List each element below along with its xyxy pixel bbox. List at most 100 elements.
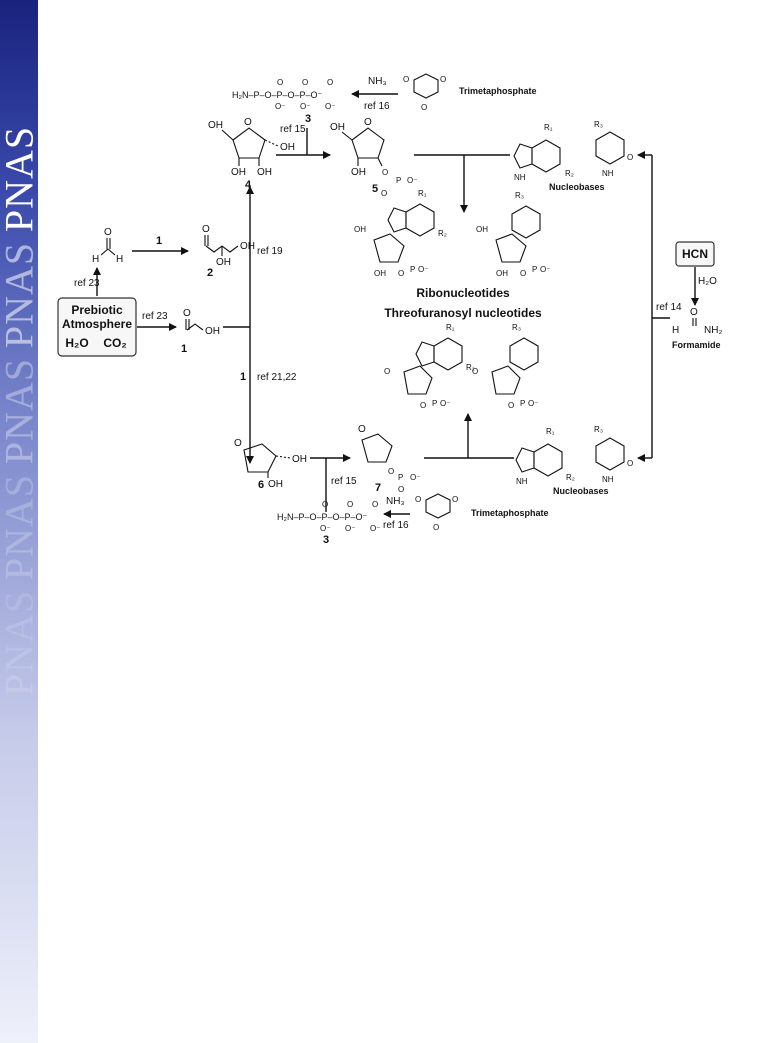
svg-text:OH: OH [216, 257, 231, 268]
compound-number: 3 [305, 113, 311, 125]
threofuranosyl-label: Threofuranosyl nucleotides [384, 306, 542, 320]
svg-text:R₂: R₂ [438, 229, 447, 238]
svg-text:O: O [508, 401, 514, 410]
ref-label: ref 16 [364, 101, 390, 112]
svg-text:O: O [520, 269, 526, 278]
svg-text:O: O [398, 269, 404, 278]
nucleobases-label: Nucleobases [549, 182, 605, 192]
svg-text:1: 1 [240, 371, 246, 383]
svg-text:O⁻: O⁻ [345, 524, 355, 533]
svg-text:O: O [202, 224, 210, 235]
ref-label: ref 14 [656, 302, 682, 313]
prebiotic-atmosphere-box: Prebiotic Atmosphere H₂O CO₂ [57, 297, 137, 357]
svg-text:NH₃: NH₃ [386, 496, 405, 507]
svg-text:O: O [347, 500, 353, 509]
svg-text:O⁻: O⁻ [418, 265, 428, 274]
svg-text:OH: OH [205, 326, 220, 337]
threonucleotide-purine: R₁ R₂ O O P O⁻ [384, 323, 475, 410]
svg-text:O⁻: O⁻ [407, 176, 417, 185]
ref-label: ref 19 [257, 246, 283, 257]
svg-text:O: O [627, 153, 633, 162]
svg-text:OH: OH [292, 454, 307, 465]
svg-text:P: P [396, 176, 401, 185]
svg-text:O: O [421, 103, 427, 112]
svg-text:P: P [410, 265, 415, 274]
ref-label: ref 15 [331, 476, 357, 487]
svg-text:OH: OH [374, 269, 386, 278]
svg-text:OH: OH [280, 142, 295, 153]
svg-text:O: O [398, 485, 404, 494]
ribonucleotide-purine: R₁ R₂ OH OH O P O⁻ [354, 189, 447, 278]
ref-label: ref 15 [280, 124, 306, 135]
svg-text:O⁻: O⁻ [370, 524, 380, 533]
svg-text:O⁻: O⁻ [440, 399, 450, 408]
svg-text:P: P [520, 399, 525, 408]
svg-text:O⁻: O⁻ [275, 102, 285, 111]
svg-text:R₁: R₁ [544, 123, 553, 132]
svg-text:NH₃: NH₃ [368, 76, 387, 87]
svg-text:O: O [382, 168, 388, 177]
compound-4-ribose: OH O OH OH OH 4 [208, 117, 295, 191]
svg-text:O: O [322, 500, 328, 509]
svg-text:NH₂: NH₂ [704, 325, 722, 336]
svg-text:O: O [690, 307, 698, 318]
svg-text:OH: OH [208, 120, 223, 131]
svg-text:O: O [472, 367, 478, 376]
compound-number: 4 [245, 179, 252, 191]
nucleobases-bottom: R₁ R₂ NH R₃ O NH [515, 425, 633, 486]
svg-text:P: P [432, 399, 437, 408]
svg-text:O⁻: O⁻ [540, 265, 550, 274]
svg-text:O: O [420, 401, 426, 410]
svg-text:OH: OH [257, 167, 272, 178]
svg-text:O: O [302, 78, 308, 87]
compound-number: 6 [258, 479, 264, 491]
svg-text:O: O [244, 117, 252, 128]
ribonucleotides-label: Ribonucleotides [416, 286, 510, 300]
hcn-box: HCN [675, 241, 715, 267]
compound-number: 2 [207, 267, 213, 279]
svg-text:O: O [364, 117, 372, 128]
compound-number: 7 [375, 482, 381, 494]
formamide-structure: O H NH₂ [672, 307, 722, 336]
svg-text:O⁻: O⁻ [320, 524, 330, 533]
trimetaphosphate-bottom: O O O [415, 493, 458, 532]
svg-text:H: H [92, 254, 99, 265]
ref-label: ref 16 [383, 520, 409, 531]
formaldehyde-structure: O H H [92, 227, 123, 265]
atmosphere-line2: Atmosphere [62, 317, 132, 331]
svg-text:OH: OH [268, 479, 283, 490]
compound-number: 5 [372, 183, 378, 195]
svg-text:O⁻: O⁻ [300, 102, 310, 111]
svg-text:H₂N–P–O–P–O–P–O⁻: H₂N–P–O–P–O–P–O⁻ [277, 512, 368, 522]
svg-text:OH: OH [240, 241, 255, 252]
journal-sidebar: PNAS PNAS PNAS PNAS PNAS [0, 0, 38, 1043]
ref-label: ref 23 [74, 278, 100, 289]
trimetaphosphate-label: Trimetaphosphate [471, 508, 549, 518]
compound-3-amidotriphosphate-top: H₂N–P–O–P–O–P–O⁻ O O O O⁻ O⁻ O⁻ 3 [232, 78, 335, 125]
svg-text:1: 1 [156, 235, 162, 247]
svg-text:R₁: R₁ [446, 323, 455, 332]
svg-text:O: O [381, 189, 387, 198]
threonucleotide-pyrimidine: R₃ O O P O⁻ [472, 323, 539, 410]
svg-text:O: O [403, 75, 409, 84]
svg-text:O: O [415, 495, 421, 504]
ref-label: ref 23 [142, 311, 168, 322]
water-label: H₂O [65, 336, 88, 350]
svg-text:R₃: R₃ [594, 120, 603, 129]
svg-text:NH: NH [514, 173, 526, 182]
svg-text:O: O [452, 495, 458, 504]
ribonucleotide-pyrimidine: R₃ OH OH O P O⁻ [476, 191, 550, 278]
svg-text:R₃: R₃ [594, 425, 603, 434]
nucleobases-top: R₁ R₂ NH R₃ O NH [513, 120, 633, 182]
svg-text:R₂: R₂ [565, 169, 574, 178]
svg-text:NH: NH [602, 475, 614, 484]
svg-text:OH: OH [231, 167, 246, 178]
compound-number: 1 [181, 343, 187, 355]
atmosphere-line1: Prebiotic [71, 303, 123, 317]
svg-text:O: O [388, 467, 394, 476]
svg-text:H: H [672, 325, 679, 336]
svg-text:P: P [532, 265, 537, 274]
svg-text:O: O [358, 424, 366, 435]
svg-text:R₃: R₃ [515, 191, 524, 200]
